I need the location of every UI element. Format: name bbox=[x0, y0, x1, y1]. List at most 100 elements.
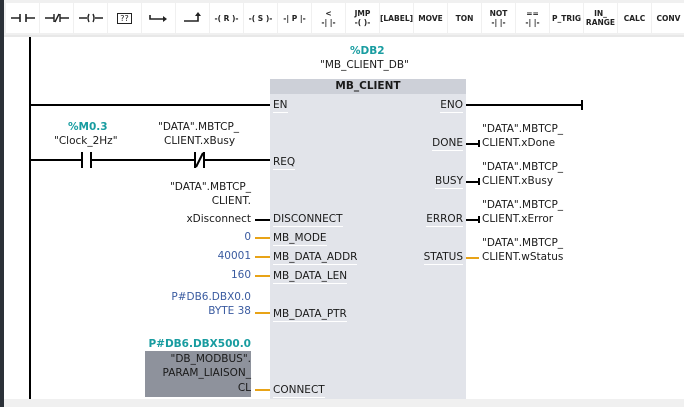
set-coil-button[interactable]: -( S )- bbox=[244, 3, 277, 33]
conv-button[interactable]: CONV bbox=[652, 3, 684, 33]
mb-data-ptr-wire bbox=[255, 312, 270, 314]
busy-wire bbox=[466, 181, 479, 183]
compare-equal-icon: ==-| |- bbox=[525, 9, 540, 27]
not-button[interactable]: NOT-| |- bbox=[482, 3, 515, 33]
in-range-button[interactable]: IN_ RANGE bbox=[584, 3, 617, 33]
block-title: MB_CLIENT bbox=[270, 79, 466, 94]
error-output-line1: "DATA".MBTCP_ bbox=[482, 199, 564, 211]
mb-data-len-value[interactable]: 160 bbox=[230, 269, 251, 281]
pin-error: ERROR bbox=[426, 213, 463, 227]
toolbar-separator bbox=[4, 35, 684, 37]
busy-nc-contact[interactable] bbox=[193, 151, 205, 167]
reset-coil-icon: -( R )- bbox=[214, 13, 239, 23]
ladder-network[interactable]: %DB2 "MB_CLIENT_DB" MB_CLIENT EN REQ DIS… bbox=[4, 37, 684, 407]
jump-icon: JMP-( )- bbox=[354, 9, 371, 27]
positive-edge-contact-button[interactable]: -| P |- bbox=[278, 3, 311, 33]
jump-button[interactable]: JMP-( )- bbox=[346, 3, 379, 33]
compare-equal-button[interactable]: ==-| |- bbox=[516, 3, 549, 33]
label-icon: [LABEL] bbox=[379, 13, 414, 23]
mb-data-addr-wire bbox=[255, 256, 270, 258]
eno-wire-end bbox=[581, 100, 583, 110]
error-wire bbox=[466, 219, 479, 221]
mb-data-addr-value[interactable]: 40001 bbox=[217, 250, 251, 262]
clock-contact-address: %M0.3 bbox=[68, 121, 108, 133]
pin-done: DONE bbox=[432, 137, 463, 151]
done-wire bbox=[466, 143, 479, 145]
in-range-label: IN_ RANGE bbox=[585, 9, 616, 27]
open-branch-icon bbox=[148, 15, 167, 22]
connect-param-line2: PARAM_LIAISON_ bbox=[162, 367, 251, 379]
p-trig-button[interactable]: P_TRIG bbox=[550, 3, 583, 33]
mb-mode-wire bbox=[255, 237, 270, 239]
pin-disconnect: DISCONNECT bbox=[273, 213, 343, 227]
connect-param-address: P#DB6.DBX500.0 bbox=[148, 338, 251, 350]
pin-mb-data-addr: MB_DATA_ADDR bbox=[273, 251, 358, 265]
instance-db-name: "MB_CLIENT_DB" bbox=[320, 59, 409, 71]
status-output-line1: "DATA".MBTCP_ bbox=[482, 237, 564, 249]
mb-data-len-wire bbox=[255, 275, 270, 277]
pin-mb-data-ptr: MB_DATA_PTR bbox=[273, 308, 347, 322]
pin-busy: BUSY bbox=[435, 175, 463, 189]
done-wire-end bbox=[478, 140, 480, 147]
output-coil-button[interactable] bbox=[74, 3, 107, 33]
disconnect-wire bbox=[255, 219, 270, 221]
open-branch-button[interactable] bbox=[142, 3, 175, 33]
normally-closed-contact-button[interactable] bbox=[40, 3, 73, 33]
clock-contact-name: "Clock_2Hz" bbox=[54, 135, 118, 147]
pin-mb-mode: MB_MODE bbox=[273, 232, 327, 246]
pin-en: EN bbox=[273, 99, 288, 113]
left-edge bbox=[0, 0, 4, 407]
mb-mode-value[interactable]: 0 bbox=[244, 231, 251, 243]
set-coil-icon: -( S )- bbox=[248, 13, 273, 23]
connect-wire bbox=[255, 389, 270, 391]
busy-output-line2: CLIENT.xBusy bbox=[482, 175, 554, 187]
pin-eno: ENO bbox=[440, 99, 463, 113]
eno-wire bbox=[466, 104, 582, 106]
instance-db-address: %DB2 bbox=[350, 45, 385, 57]
power-rail bbox=[29, 37, 31, 407]
close-branch-icon bbox=[183, 12, 201, 22]
en-wire bbox=[31, 104, 270, 106]
horizontal-scrollbar[interactable] bbox=[4, 399, 684, 407]
pin-status: STATUS bbox=[423, 251, 463, 265]
connect-param-line3: CL bbox=[237, 382, 251, 394]
disconnect-param-line1: "DATA".MBTCP_ bbox=[169, 181, 251, 193]
label-button[interactable]: [LABEL] bbox=[380, 3, 413, 33]
not-icon: NOT-| |- bbox=[489, 9, 508, 27]
normally-open-contact-button[interactable] bbox=[6, 3, 39, 33]
busy-wire-end bbox=[478, 178, 480, 185]
ton-button[interactable]: TON bbox=[448, 3, 481, 33]
mb-data-ptr-line1[interactable]: P#DB6.DBX0.0 bbox=[171, 291, 251, 303]
clock-contact[interactable] bbox=[80, 151, 92, 167]
error-output-line2: CLIENT.xError bbox=[482, 213, 554, 225]
busy-contact-line2: CLIENT.xBusy bbox=[164, 135, 236, 147]
mb-data-ptr-line2[interactable]: BYTE 38 bbox=[208, 305, 251, 317]
error-wire-end bbox=[478, 216, 480, 223]
compare-less-button[interactable]: <-| |- bbox=[312, 3, 345, 33]
empty-box-button[interactable]: ?? bbox=[108, 3, 141, 33]
move-button[interactable]: MOVE bbox=[414, 3, 447, 33]
close-branch-button[interactable] bbox=[176, 3, 209, 33]
busy-contact-line1: "DATA".MBTCP_ bbox=[158, 121, 240, 133]
req-rung bbox=[31, 152, 270, 168]
done-output-line1: "DATA".MBTCP_ bbox=[482, 123, 564, 135]
disconnect-param-line2: CLIENT. bbox=[211, 195, 251, 207]
calc-button[interactable]: CALC bbox=[618, 3, 651, 33]
reset-coil-button[interactable]: -( R )- bbox=[210, 3, 243, 33]
disconnect-param-line3: xDisconnect bbox=[186, 213, 251, 225]
compare-less-icon: <-| |- bbox=[321, 9, 336, 27]
move-label: MOVE bbox=[418, 13, 443, 23]
mb-client-block[interactable]: MB_CLIENT EN REQ DISCONNECT MB_MODE MB_D… bbox=[270, 79, 466, 399]
pin-mb-data-len: MB_DATA_LEN bbox=[273, 270, 348, 284]
no-contact-icon bbox=[10, 14, 35, 22]
connect-param-line1: "DB_MODBUS". bbox=[170, 353, 252, 365]
p-trig-label: P_TRIG bbox=[551, 13, 582, 23]
coil-icon bbox=[78, 13, 103, 23]
connect-param-highlight[interactable] bbox=[145, 351, 251, 397]
conv-label: CONV bbox=[656, 13, 681, 23]
busy-output-line1: "DATA".MBTCP_ bbox=[482, 161, 564, 173]
done-output-line2: CLIENT.xDone bbox=[482, 137, 556, 149]
status-wire bbox=[466, 257, 479, 259]
calc-label: CALC bbox=[623, 13, 646, 23]
pin-connect: CONNECT bbox=[273, 384, 325, 398]
